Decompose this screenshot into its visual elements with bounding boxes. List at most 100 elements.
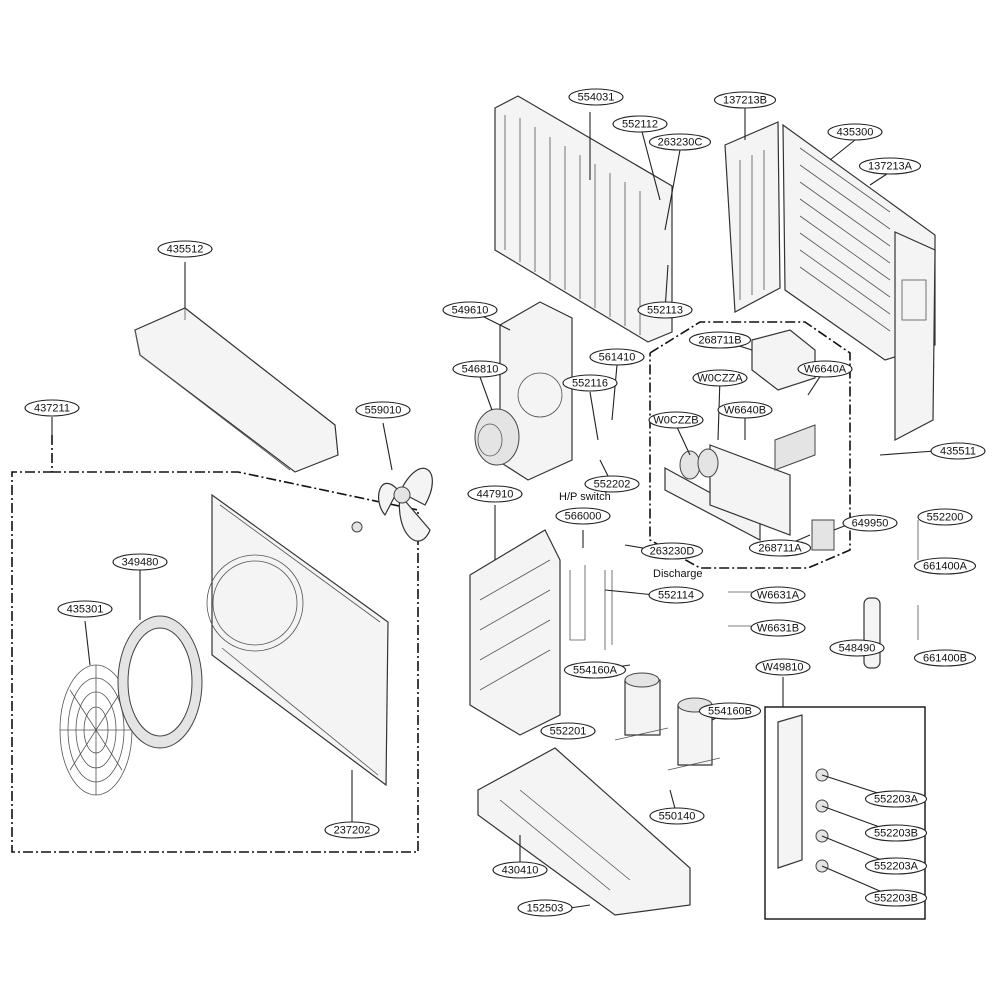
callout-oval [584,475,640,493]
callout-text: 661400B [923,653,967,665]
callout-W0CZZA: W0CZZA [692,369,748,387]
callout-oval [913,557,977,575]
callout-649950: 649950 [842,514,898,532]
callout-552200: 552200 [917,508,973,526]
callout-oval [637,301,693,319]
callout-text: W0CZZA [697,373,743,385]
callout-oval [157,240,213,258]
callout-oval [829,639,885,657]
callout-137213A: 137213A [858,157,922,175]
callout-text: 263230C [658,137,703,149]
callout-text: 435301 [67,604,104,616]
callout-435300: 435300 [827,123,883,141]
refrigerant-pipes [569,520,919,650]
callout-552203A: 552203A [864,790,928,808]
callout-548490: 548490 [829,639,885,657]
callout-text: 552203A [874,861,919,873]
callout-oval [640,542,704,560]
callout-oval [717,401,773,419]
valve-group-box [764,706,926,920]
callout-554031: 554031 [568,88,624,106]
fan-motor [474,408,520,466]
callout-oval [750,586,806,604]
callout-W49810: W49810 [755,658,811,676]
callout-text: 435512 [167,244,204,256]
condenser-coil [494,95,673,343]
callout-text: 435511 [940,446,976,458]
callout-552202: 552202 [584,475,640,493]
callout-oval [864,790,928,808]
callout-268711A: 268711A [748,539,812,557]
callout-text: 137213B [723,95,767,107]
callout-263230D: 263230D [640,542,704,560]
callout-oval [858,157,922,175]
callout-text: 437211 [34,403,70,415]
callout-text: 435300 [837,127,874,139]
service-valves [777,714,829,873]
callout-oval [57,600,113,618]
propeller-fan [351,467,433,542]
callout-text: 550140 [659,811,696,823]
callout-oval [864,857,928,875]
callout-W6631A: W6631A [750,586,806,604]
callout-text: 552201 [550,726,587,738]
callout-text: 546810 [462,364,499,376]
callout-text: 549610 [452,305,489,317]
callout-text: 552114 [658,590,694,602]
side-panel-left [894,231,936,441]
callout-oval [24,399,80,417]
callout-oval [692,369,748,387]
hp-switch-note: H/P switch [559,491,611,503]
callout-559010: 559010 [355,401,411,419]
callout-text: 661400A [923,561,968,573]
callout-549610: 549610 [442,301,498,319]
callout-oval [324,821,380,839]
callout-oval [750,619,806,637]
callout-text: W0CZZB [653,415,698,427]
callout-oval [492,861,548,879]
callout-text: 566000 [565,511,602,523]
callout-oval [917,508,973,526]
callout-566000: 566000 [555,507,611,525]
callout-552203B: 552203B [864,889,928,907]
callout-oval [648,133,712,151]
callout-text: 554160A [573,665,618,677]
callout-W6640B: W6640B [717,401,773,419]
orifice-ring [117,615,203,749]
callout-430410: 430410 [492,861,548,879]
callout-552114: 552114 [648,586,704,604]
callout-text: 268711A [758,543,802,555]
callout-text: 137213A [868,161,913,173]
callout-text: 552202 [594,479,631,491]
callout-oval [467,485,523,503]
control-box-parts [664,329,835,551]
callout-oval [797,360,853,378]
callout-text: 559010 [365,405,402,417]
callout-text: 263230D [650,546,695,558]
callout-text: 268711B [698,335,741,347]
callout-W0CZZB: W0CZZB [648,411,704,429]
callout-554160B: 554160B [698,702,762,720]
callout-552112: 552112 [612,115,668,133]
callout-text: 237202 [334,825,371,837]
callout-oval [452,360,508,378]
callout-oval [563,661,627,679]
callout-oval [355,401,411,419]
callout-text: 552203B [874,893,918,905]
partition-baffle [469,529,561,736]
callout-137213B: 137213B [713,91,777,109]
callout-text: 552203A [874,794,919,806]
callout-text: 552113 [647,305,683,317]
callout-554160A: 554160A [563,661,627,679]
callout-text: 552112 [622,119,658,131]
callout-oval [755,658,811,676]
callout-text: 152503 [527,903,564,915]
callout-oval [827,123,883,141]
top-cover-panel [134,307,339,473]
callout-437211: 437211 [24,399,80,417]
callout-435301: 435301 [57,600,113,618]
callout-text: 552200 [927,512,964,524]
